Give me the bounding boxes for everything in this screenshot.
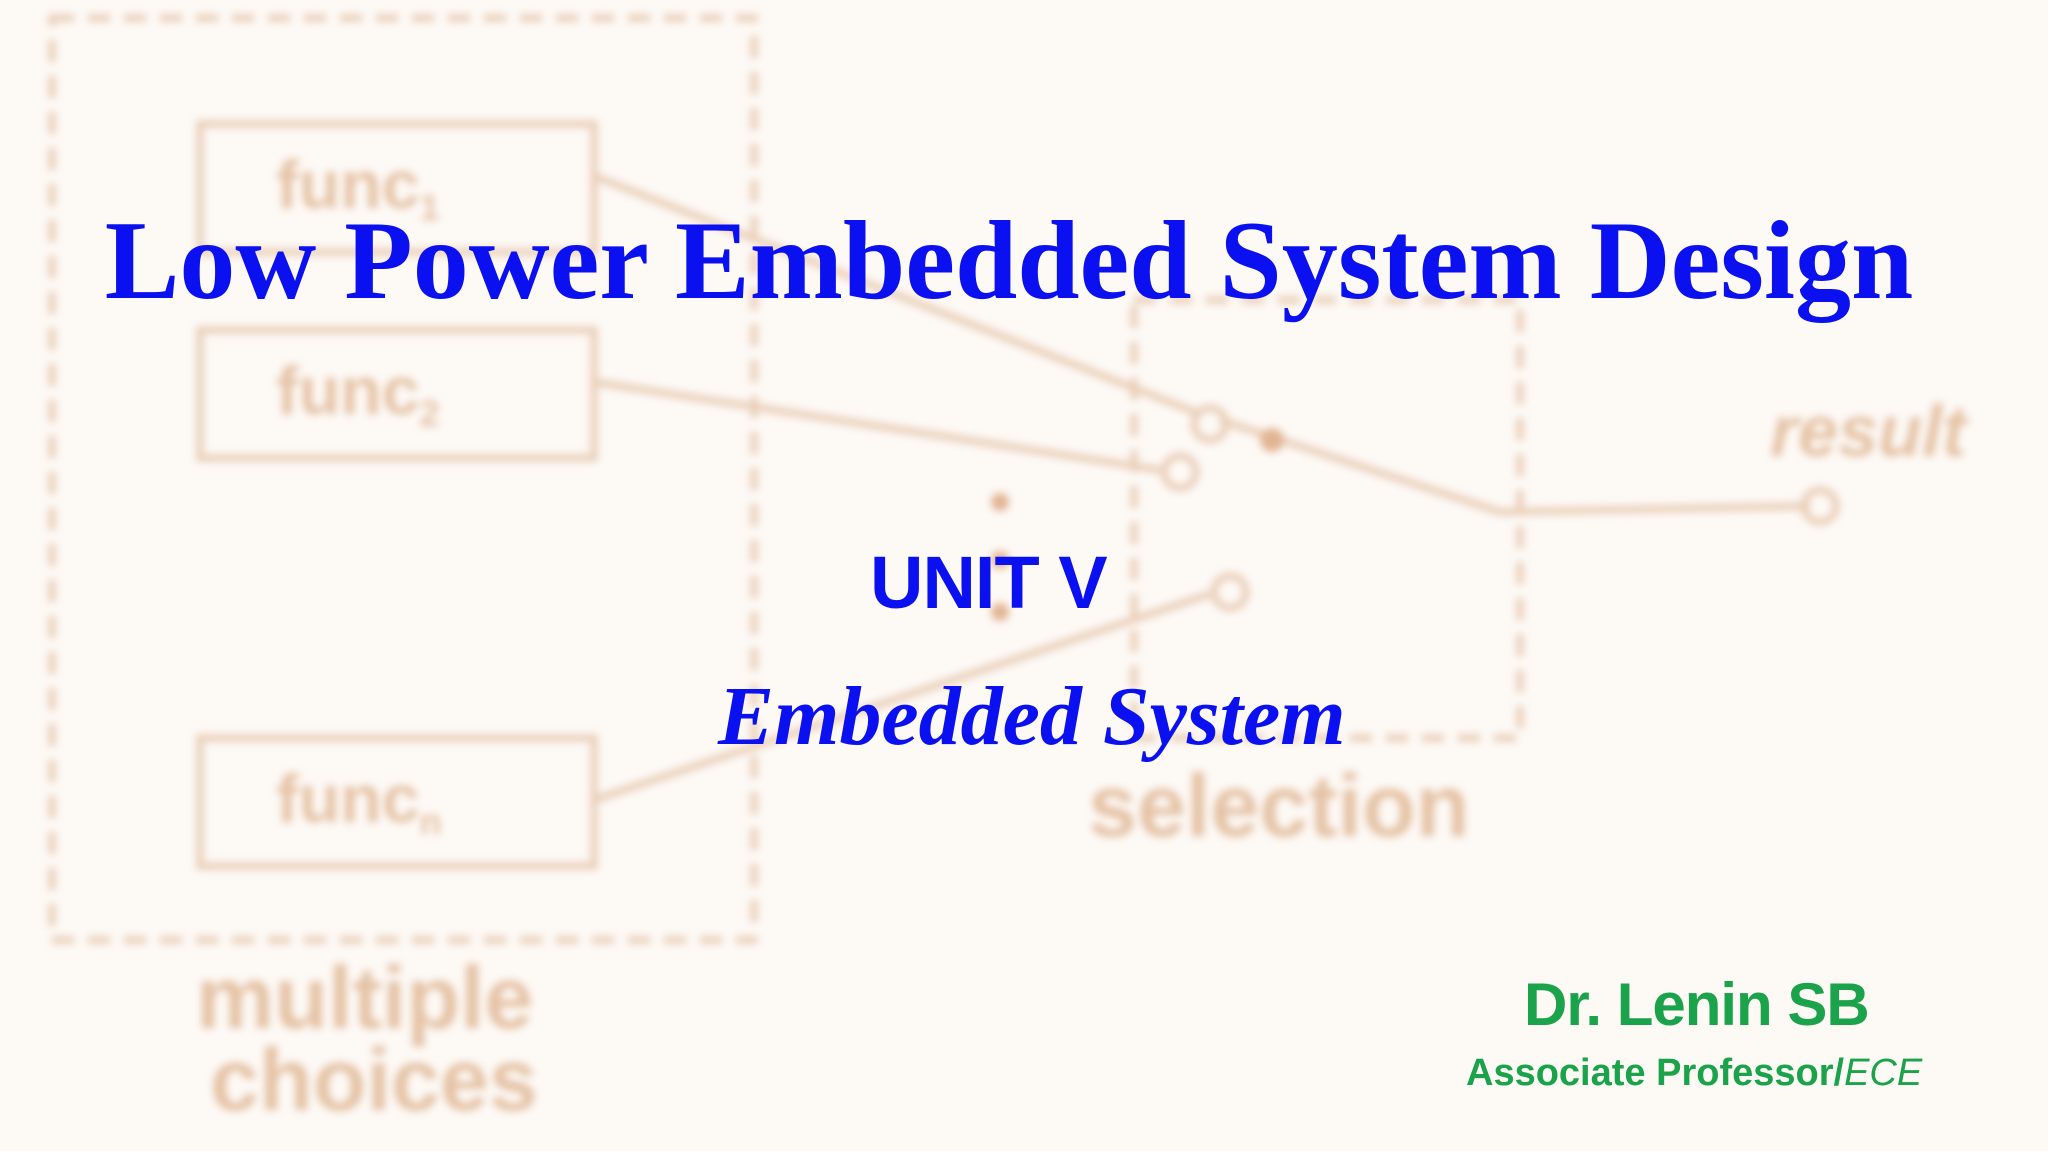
ellipsis-dot-3 <box>991 603 1009 621</box>
subject-title: Embedded System <box>718 670 1346 763</box>
unit-label: UNIT V <box>870 541 1108 624</box>
input-node-2 <box>1160 452 1200 492</box>
func2-label: func2 <box>276 353 440 434</box>
input-node-n <box>1210 572 1250 612</box>
func1-box <box>196 120 598 256</box>
funcn-box <box>196 734 598 870</box>
switch-pivot <box>1260 428 1284 452</box>
funcn-label: funcn <box>276 761 442 842</box>
ellipsis-dot-2 <box>991 551 1009 569</box>
selection-label: selection <box>1088 756 1469 855</box>
result-label: result <box>1770 392 1969 472</box>
func1-wire <box>592 172 1202 418</box>
func2-wire <box>593 378 1161 474</box>
ellipsis-dot-1 <box>991 493 1009 511</box>
result-wire <box>1499 502 1811 516</box>
funcn-wire <box>592 590 1212 804</box>
func2-box <box>196 326 598 462</box>
multiple-choices-box <box>48 14 758 944</box>
output-node <box>1800 486 1840 526</box>
author-name: Dr. Lenin SB <box>1524 971 1870 1038</box>
selection-box <box>1130 296 1524 742</box>
author-role: Associate Professor/ <box>1466 1052 1845 1094</box>
multiple-choices-label-line2: choices <box>210 1030 538 1129</box>
input-node-1 <box>1190 404 1230 444</box>
author-department: ECE <box>1844 1052 1923 1094</box>
multiple-choices-label-line1: multiple <box>196 948 533 1047</box>
func1-label: func1 <box>276 147 440 228</box>
slide-title: Low Power Embedded System Design <box>104 199 1914 323</box>
author-position: Associate Professor/ECE <box>1466 1052 1922 1095</box>
